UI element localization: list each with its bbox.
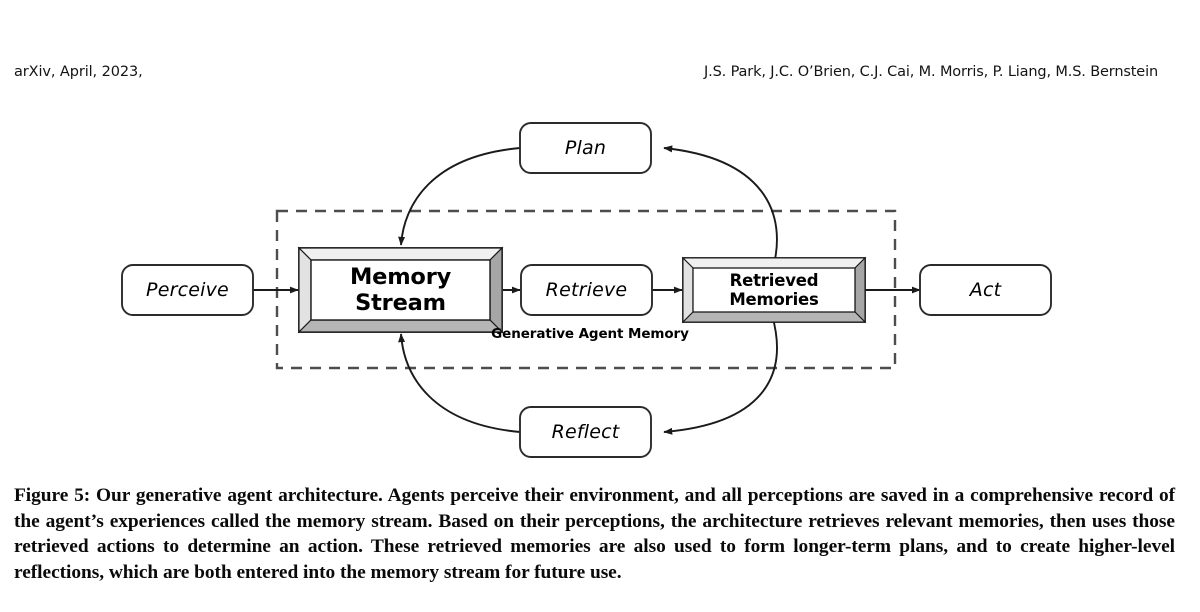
node-perceive[interactable] <box>121 264 254 316</box>
header-venue: arXiv, April, 2023, <box>14 64 143 80</box>
node-reflect[interactable] <box>519 406 652 458</box>
node-retrieve[interactable] <box>520 264 653 316</box>
figure-architecture-diagram: Perceive Memory Stream Retrieve Retrieve… <box>0 100 1200 470</box>
arrow-retrieved-to-reflect <box>663 314 778 435</box>
generative-agent-memory-label: Generative Agent Memory <box>491 326 689 342</box>
page-running-header: arXiv, April, 2023, J.S. Park, J.C. O’Br… <box>0 64 1200 88</box>
node-retrieved-memories[interactable] <box>681 256 867 324</box>
arrow-retrieved-to-plan <box>663 145 778 273</box>
figure-caption: Figure 5: Our generative agent architect… <box>14 485 1175 583</box>
node-memory-stream[interactable] <box>297 246 504 334</box>
node-act[interactable] <box>919 264 1052 316</box>
arrow-reflect-to-memory-stream <box>398 333 521 433</box>
header-authors: J.S. Park, J.C. O’Brien, C.J. Cai, M. Mo… <box>704 64 1158 80</box>
diagram-canvas <box>121 122 1052 458</box>
arrow-plan-to-memory-stream <box>398 147 521 246</box>
node-plan[interactable] <box>519 122 652 174</box>
